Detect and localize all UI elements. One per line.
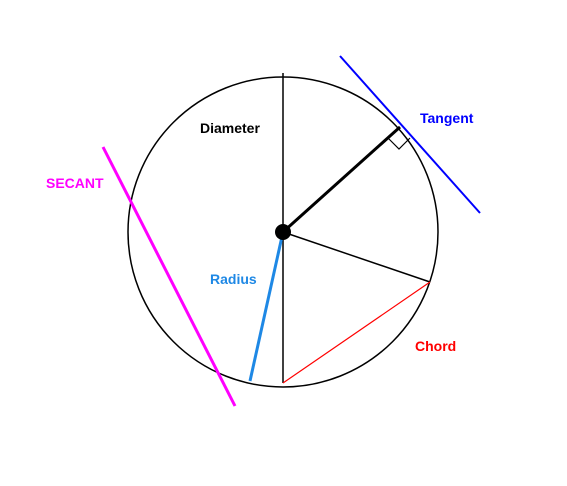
secant-line: [101, 146, 237, 407]
radius-line: [248, 231, 285, 382]
center-point: [275, 224, 291, 240]
chord-label: Chord: [415, 338, 457, 354]
tangent-radius-line: [281, 125, 402, 234]
diameter-label: Diameter: [200, 120, 260, 136]
right-angle-marker: [387, 137, 411, 150]
tangent-label: Tangent: [420, 110, 474, 126]
tangent-line: [339, 55, 481, 214]
chord-line: [282, 281, 431, 384]
radius-label: Radius: [210, 271, 257, 287]
secant-label: SECANT: [46, 175, 104, 191]
chord-radius-line: [282, 231, 431, 283]
